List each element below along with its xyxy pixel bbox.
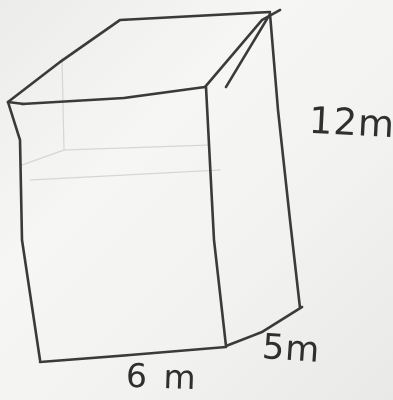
faint-hidden-edge	[61, 57, 65, 151]
top-left-back-edge	[6, 10, 272, 104]
faint-hidden-guidelines	[21, 57, 221, 181]
top-right-double-stroke	[224, 12, 272, 89]
prism-edges	[6, 8, 304, 364]
front-right-edge	[204, 85, 228, 348]
faint-hidden-edge	[21, 149, 65, 166]
faint-hidden-edge	[63, 144, 211, 151]
length-label: 6 m	[125, 355, 200, 398]
width-label: 5m	[260, 327, 322, 371]
height-label: 12m	[307, 98, 393, 147]
bottom-right-edge	[224, 305, 304, 348]
front-left-edge	[6, 100, 42, 362]
back-right-edge	[268, 12, 302, 310]
front-bottom-edge	[38, 345, 228, 364]
front-top-edge	[20, 85, 207, 106]
faint-guideline	[29, 169, 221, 181]
top-left-corner-edge	[6, 100, 26, 106]
top-right-front-edge	[203, 8, 282, 89]
